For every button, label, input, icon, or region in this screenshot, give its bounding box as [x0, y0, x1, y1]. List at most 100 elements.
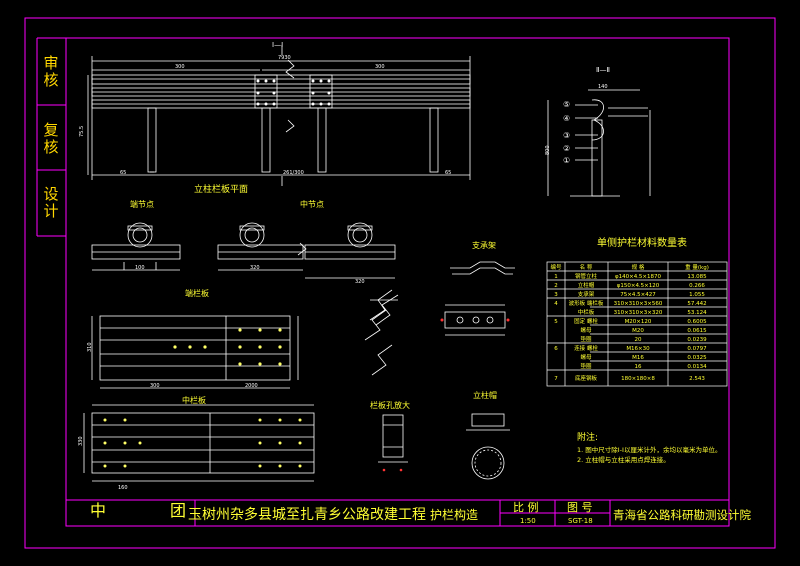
- node-dim-b: 320: [250, 265, 260, 271]
- project-name: 玉树州杂多县城至扎青乡公路改建工程: [188, 506, 426, 523]
- table-cell: 5: [554, 319, 558, 325]
- section-mark: Ⅰ—Ⅰ: [272, 41, 283, 49]
- stamp-design: 设计: [43, 185, 59, 220]
- section-mark-detail: Ⅱ—Ⅱ: [596, 66, 610, 74]
- dim-span-b: 300: [375, 64, 385, 70]
- table-cell: 4: [554, 301, 558, 307]
- table-header: 名 称: [580, 263, 593, 271]
- table-cell: φ140×4.5×1870: [615, 274, 662, 280]
- table-cell: 1: [554, 274, 558, 280]
- table-cell: 20: [635, 337, 642, 343]
- table-cell: 16: [635, 364, 642, 370]
- view-title-hole-detail: 栏板孔放大: [370, 400, 410, 410]
- table-cell: 支承架: [578, 290, 595, 298]
- table-cell: φ150×4.5×120: [617, 283, 660, 289]
- stamp-review: 审核: [43, 54, 59, 89]
- detail-label-5: ⑤: [563, 100, 570, 109]
- panel-dim-h: 310: [87, 342, 93, 352]
- panel-dim-len-a: 300: [150, 383, 160, 389]
- panel-dim-len-b: 2000: [245, 383, 258, 389]
- table-cell: 2.543: [689, 376, 705, 382]
- material-table-grid: [546, 261, 728, 387]
- table-cell: 立柱帽: [578, 281, 595, 289]
- node-views: [91, 222, 396, 279]
- dim-bottom-mid: 261/300: [283, 170, 304, 176]
- view-title-beam-panel: 端栏板: [185, 288, 209, 298]
- notes-title: 附注:: [577, 431, 598, 443]
- view-title-mid-node: 中节点: [300, 199, 324, 209]
- detail-dim-top: 140: [598, 84, 608, 90]
- table-cell: M20×120: [625, 319, 652, 325]
- scale-value: 1:50: [520, 517, 536, 525]
- table-cell: 螺母: [580, 326, 592, 334]
- note-1: 1. 图中尺寸除Ⅰ-Ⅰ以厘米计外，余均以毫米为单位。: [577, 445, 721, 454]
- table-cell: 垫圈: [580, 335, 592, 343]
- section-detail: [547, 89, 651, 197]
- table-cell: 中栏板: [578, 308, 595, 316]
- view-title-support: 支承架: [472, 240, 496, 250]
- table-cell: 3: [554, 292, 558, 298]
- fig-label: 图 号: [567, 501, 593, 514]
- detail-label-2: ②: [563, 144, 570, 153]
- detail-label-4: ④: [563, 114, 570, 123]
- stamp-recheck: 复核: [43, 121, 59, 156]
- institute-name: 青海省公路科研勘测设计院: [613, 508, 751, 522]
- mid-panel-dim-len: 160: [118, 485, 128, 491]
- table-cell: 底座钢板: [575, 374, 598, 382]
- panel-holes-end: [173, 328, 282, 366]
- table-cell: 0.6005: [687, 319, 707, 325]
- table-cell: 6: [554, 346, 558, 352]
- view-title-cap: 立柱帽: [473, 390, 497, 400]
- table-cell: 0.0797: [687, 346, 707, 352]
- table-cell: 13.085: [687, 274, 707, 280]
- table-cell: 1.055: [689, 292, 705, 298]
- node-dim-c: 320: [355, 279, 365, 285]
- table-cell: 0.0239: [687, 337, 707, 343]
- table-cell: 垫圈: [580, 362, 592, 370]
- dim-span-a: 300: [175, 64, 185, 70]
- table-cell: M16×30: [626, 346, 650, 352]
- material-table-title: 单侧护栏材料数量表: [597, 236, 687, 249]
- table-cell: 180×180×8: [621, 376, 655, 382]
- detail-label-1: ①: [563, 156, 570, 165]
- table-cell: M16: [632, 355, 644, 361]
- table-header: 规 格: [632, 263, 645, 271]
- outer-frame: [24, 17, 776, 549]
- panel-holes-mid: [103, 418, 302, 468]
- table-cell: 0.0615: [687, 328, 707, 334]
- table-cell: 连接 螺栓: [574, 344, 598, 352]
- view-title-elevation: 立柱栏板平面: [194, 183, 248, 195]
- table-cell: 0.0325: [687, 355, 707, 361]
- table-cell: 7: [554, 376, 558, 382]
- view-title-end-node: 端节点: [130, 199, 154, 209]
- title-left-fragment: 中: [90, 501, 106, 520]
- scale-label: 比 例: [513, 500, 539, 514]
- table-cell: 0.0134: [687, 364, 707, 370]
- table-header: 编号: [550, 263, 562, 271]
- mid-panel-dim-w: 330: [78, 436, 84, 446]
- note-2: 2. 立柱帽与立柱采用点焊连接。: [577, 455, 670, 464]
- table-cell: 75×4.5×427: [620, 292, 656, 298]
- table-cell: 310×310×3×320: [614, 310, 663, 316]
- dim-bottom-left: 65: [120, 170, 126, 176]
- table-cell: 螺母: [580, 353, 592, 361]
- elevation-view: [87, 45, 471, 186]
- beam-panel-mid: [83, 404, 315, 482]
- dim-total: 7930: [278, 55, 291, 61]
- beam-panel-end: [91, 315, 299, 389]
- table-cell: 2: [554, 283, 558, 289]
- title-block: [65, 499, 730, 527]
- detail-dim-h: 800: [545, 145, 551, 155]
- dim-height: 75.5: [79, 126, 85, 137]
- table-cell: M20: [632, 328, 644, 334]
- table-cell: 波形板 端栏板: [569, 299, 604, 307]
- fig-value: SGT-18: [568, 517, 593, 525]
- detail-label-3: ③: [563, 131, 570, 140]
- table-header: 重 量(kg): [685, 263, 709, 271]
- dim-bottom-right: 65: [445, 170, 451, 176]
- view-title-mid-panel: 中栏板: [182, 395, 206, 405]
- table-cell: 53.124: [687, 310, 707, 316]
- table-cell: 310×310×3×560: [614, 301, 663, 307]
